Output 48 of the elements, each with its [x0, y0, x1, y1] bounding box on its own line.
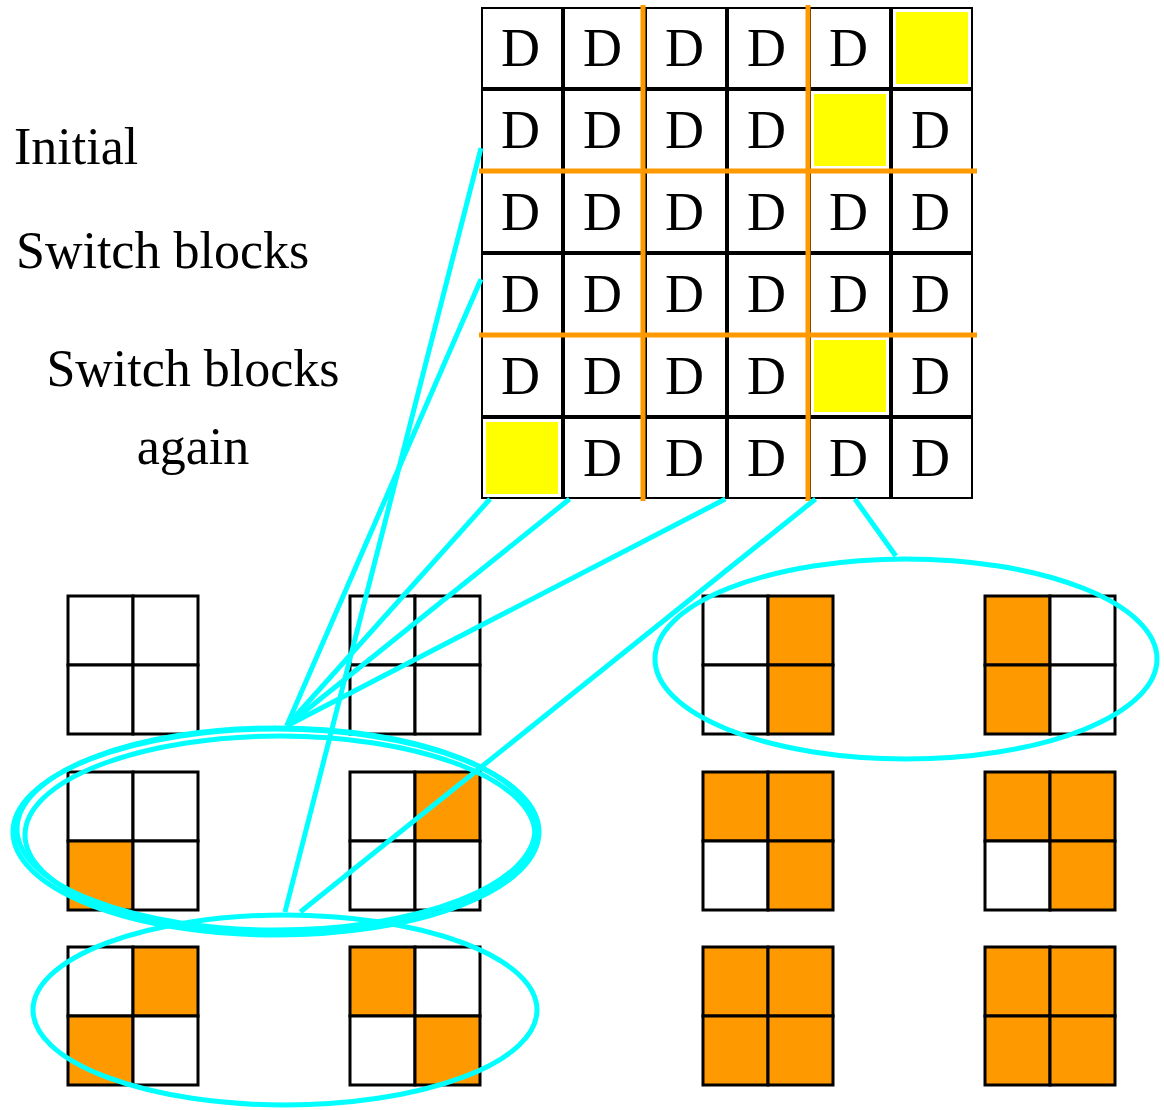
grid-block [809, 171, 973, 335]
grid-letter: D [911, 267, 950, 321]
leader-line [852, 497, 898, 558]
grid-letter: D [583, 349, 622, 403]
grid-block [809, 7, 973, 171]
grid-letter: D [911, 185, 950, 239]
grid-letter: D [665, 267, 704, 321]
grid-letter: D [583, 185, 622, 239]
grid-letter: D [747, 21, 786, 75]
leader-line [284, 278, 484, 727]
grid-letter: D [747, 103, 786, 157]
grid-letter: D [747, 349, 786, 403]
grid-letter: D [911, 103, 950, 157]
grid-letter: D [665, 431, 704, 485]
leader-line [282, 147, 484, 913]
grid-block [809, 335, 973, 499]
step-label: Switch blocks [16, 221, 310, 281]
grid-letter: D [747, 267, 786, 321]
step-label: Switch blocks again [45, 339, 341, 477]
grouping-ellipse [652, 556, 1160, 762]
grid-letter: D [583, 431, 622, 485]
grid-letter: D [747, 185, 786, 239]
grid-letter: D [829, 431, 868, 485]
leader-line [298, 497, 818, 914]
grid-block [645, 171, 809, 335]
grid-letter: D [501, 349, 540, 403]
grid-letter: D [501, 21, 540, 75]
grouping-ellipse [10, 726, 542, 938]
grid-letter: D [501, 103, 540, 157]
grid-letter: D [665, 185, 704, 239]
grid-letter: D [911, 431, 950, 485]
grid-letter: D [583, 267, 622, 321]
grid-letter: D [583, 21, 622, 75]
grid-letter: D [501, 185, 540, 239]
grid-block [645, 7, 809, 171]
grid-letter: D [829, 185, 868, 239]
grid-block [645, 335, 809, 499]
grid-letter: D [583, 103, 622, 157]
grouping-ellipse [30, 912, 540, 1108]
grid-letter: D [829, 267, 868, 321]
grid-letter: D [829, 21, 868, 75]
grid-letter: D [665, 103, 704, 157]
grid-letter: D [911, 349, 950, 403]
step-label: Initial [14, 117, 139, 177]
grid-letter: D [501, 267, 540, 321]
grid-letter: D [747, 431, 786, 485]
grid-letter: D [665, 21, 704, 75]
grid-letter: D [665, 349, 704, 403]
